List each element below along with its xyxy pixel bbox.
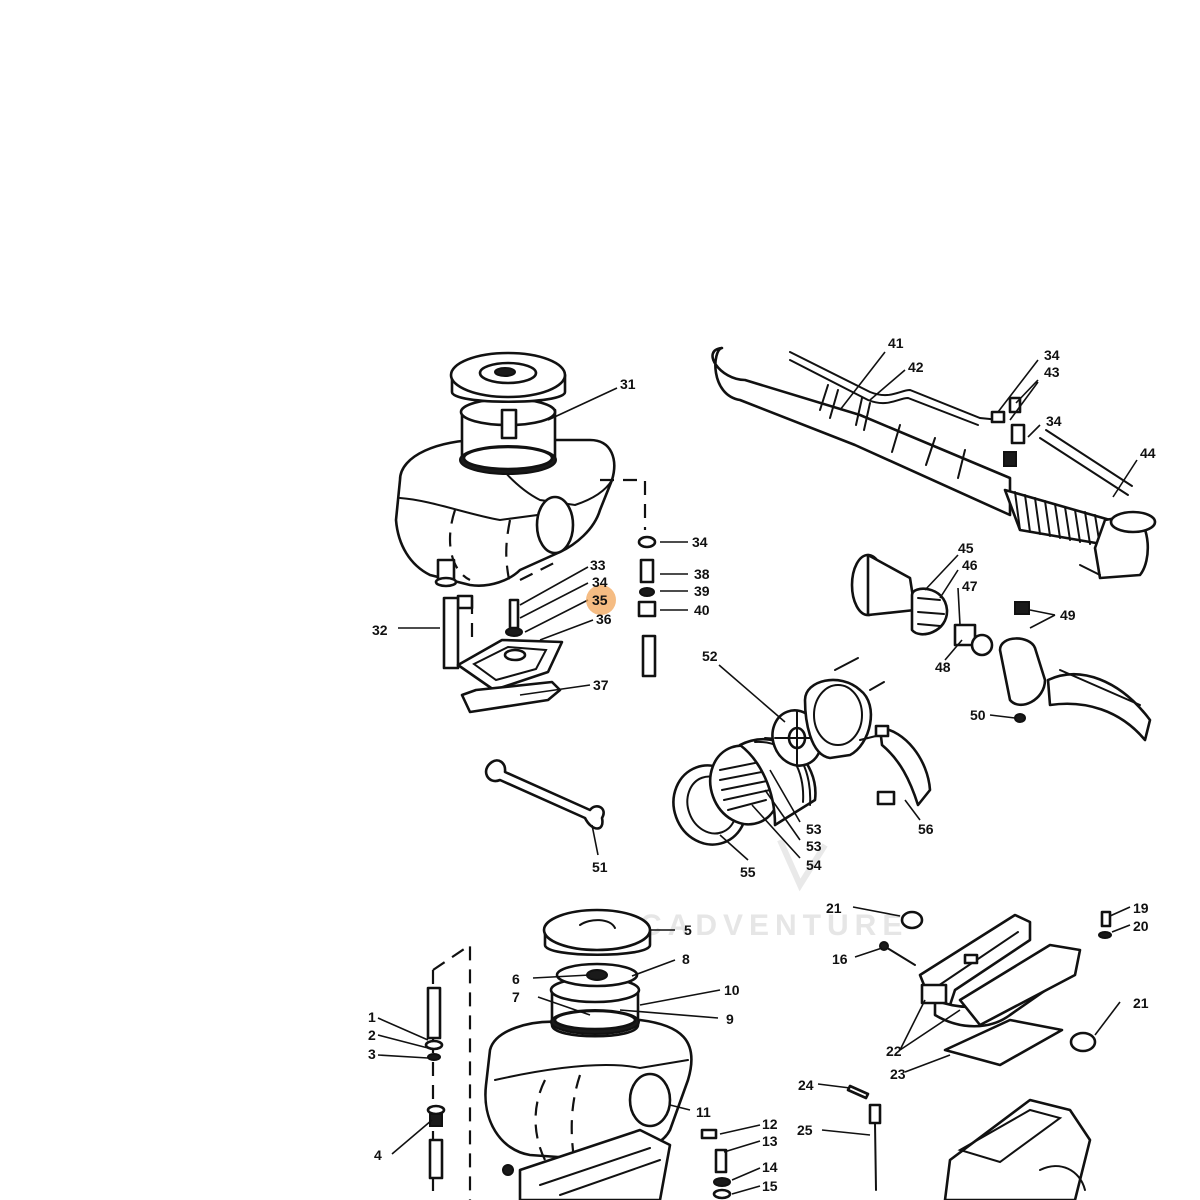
callout-52: 52 [702, 648, 718, 664]
tank-assembly-upper [394, 351, 657, 714]
callout-53: 53 [806, 838, 822, 854]
nozzle-assembly [850, 553, 1152, 742]
callout-41: 41 [888, 335, 904, 351]
plate-37 [460, 680, 562, 714]
fan-assembly [672, 657, 932, 846]
callout-19: 19 [1133, 900, 1149, 916]
grommet-21 [900, 910, 924, 930]
callout-5: 5 [684, 922, 692, 938]
callout-43: 43 [1044, 364, 1060, 380]
plate-23 [943, 1018, 1064, 1067]
pipe-1 [426, 986, 442, 1040]
callout-47: 47 [962, 578, 978, 594]
callout-21: 21 [1133, 995, 1149, 1011]
callout-40: 40 [694, 602, 710, 618]
hose-assembly [711, 346, 1157, 580]
tank-window [535, 495, 575, 555]
callout-56: 56 [918, 821, 934, 837]
lower-lid [542, 908, 652, 952]
bracket-assembly [846, 910, 1112, 1200]
callout-44: 44 [1140, 445, 1156, 461]
callout-22: 22 [886, 1043, 902, 1059]
callout-48: 48 [935, 659, 951, 675]
hose-tube [711, 346, 1012, 517]
callout-10: 10 [724, 982, 740, 998]
callout-31: 31 [620, 376, 636, 392]
callout-24: 24 [798, 1077, 814, 1093]
callout-37: 37 [593, 677, 609, 693]
callout-1: 1 [368, 1009, 376, 1025]
callout-32: 32 [372, 622, 388, 638]
watermark-logo: CADVENTURE [640, 838, 908, 942]
callout-55: 55 [740, 864, 756, 880]
callout-8: 8 [682, 951, 690, 967]
lower-tank-body [484, 1018, 693, 1162]
callout-34: 34 [592, 574, 608, 590]
callout-34: 34 [1044, 347, 1060, 363]
leader-lines [377, 351, 1138, 1195]
callout-51: 51 [592, 859, 608, 875]
callout-25: 25 [797, 1122, 813, 1138]
watermark-text: CADVENTURE [640, 909, 908, 942]
callout-53: 53 [806, 821, 822, 837]
highlight-marker [586, 585, 616, 615]
callout-54: 54 [806, 857, 822, 873]
tank-assembly-lower [424, 908, 732, 1200]
callout-16: 16 [832, 951, 848, 967]
callout-15: 15 [762, 1178, 778, 1194]
callout-35: 35 [592, 592, 608, 608]
callout-13: 13 [762, 1133, 778, 1149]
callout-39: 39 [694, 583, 710, 599]
pipe-40 [641, 634, 657, 678]
callout-2: 2 [368, 1027, 376, 1043]
callout-36: 36 [596, 611, 612, 627]
callout-46: 46 [962, 557, 978, 573]
clamp-56 [878, 726, 932, 807]
callout-38: 38 [694, 566, 710, 582]
wrench-51 [484, 759, 605, 830]
callout-34: 34 [1046, 413, 1062, 429]
callout-42: 42 [908, 359, 924, 375]
callout-6: 6 [512, 971, 520, 987]
fan-housing [803, 678, 873, 760]
lower-tank-window [628, 1072, 672, 1128]
callout-49: 49 [1060, 607, 1076, 623]
callout-23: 23 [890, 1066, 906, 1082]
fitting-34 [637, 535, 657, 549]
callout-50: 50 [970, 707, 986, 723]
gasket-36 [456, 638, 564, 692]
callout-33: 33 [590, 557, 606, 573]
callout-11: 11 [696, 1104, 711, 1120]
callout-3: 3 [368, 1046, 376, 1062]
callout-12: 12 [762, 1116, 778, 1132]
callout-45: 45 [958, 540, 974, 556]
callout-21: 21 [826, 900, 842, 916]
callout-9: 9 [726, 1011, 734, 1027]
callout-7: 7 [512, 989, 520, 1005]
callout-20: 20 [1133, 918, 1149, 934]
hose-32 [442, 596, 460, 670]
callout-labels: 31 32 33 34 35 36 37 34 38 39 40 41 42 3… [368, 335, 1156, 1194]
callout-14: 14 [762, 1159, 778, 1175]
callout-34: 34 [692, 534, 708, 550]
callout-4: 4 [374, 1147, 382, 1163]
